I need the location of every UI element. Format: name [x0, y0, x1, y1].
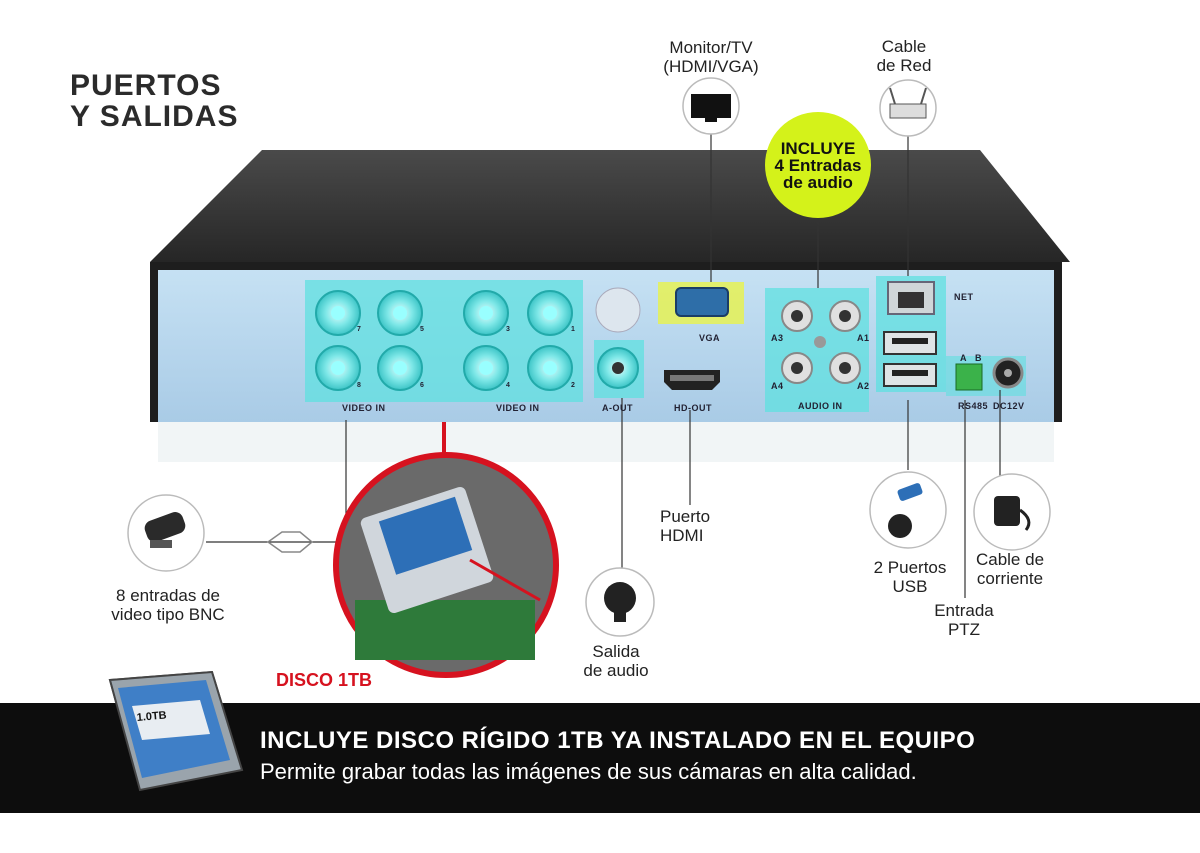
callout-video-in-line-1: 8 entradas de: [116, 586, 220, 605]
callout-hdmi-line-2: HDMI: [660, 526, 704, 545]
callout-network-line-1: Cable: [881, 37, 927, 56]
callout-audio-out: Salida de audio: [566, 642, 666, 680]
a2-label: A2: [857, 381, 870, 391]
callout-hdmi-line-1: Puerto: [660, 507, 711, 526]
rca-connectors: [781, 300, 861, 384]
bnc-number-7: 7: [357, 326, 362, 333]
badge-line-1: INCLUYE: [780, 138, 856, 158]
video-in-right-label: VIDEO IN: [496, 403, 540, 413]
callout-audio-out-line-1: Salida: [592, 642, 640, 661]
bnc-number-4: 4: [506, 382, 511, 389]
rs485-terminal: [955, 363, 983, 391]
video-in-left-label: VIDEO IN: [342, 403, 386, 413]
callout-audio-out-line-2: de audio: [583, 661, 649, 680]
net-label: NET: [954, 292, 974, 302]
bnc-number-8: 8: [357, 382, 362, 389]
title-line-1: PUERTOS: [70, 69, 222, 102]
rs485-b-label: B: [975, 353, 982, 363]
callout-ptz-line-2: PTZ: [947, 620, 981, 639]
a3-label: A3: [771, 333, 784, 343]
callout-power: Cable de corriente: [962, 550, 1058, 588]
callout-ptz: Entrada PTZ: [918, 601, 1010, 639]
dc12v-label: DC12V: [993, 401, 1025, 411]
callout-monitor: Monitor/TV (HDMI/VGA): [651, 38, 771, 76]
rs485-a-label: A: [960, 353, 967, 363]
a4-label: A4: [771, 381, 784, 391]
bottom-headline: INCLUYE DISCO RÍGIDO 1TB YA INSTALADO EN…: [260, 727, 976, 754]
hdd-sticker-text: 1.0TB: [136, 709, 167, 724]
bottom-subline: Permite grabar todas las imágenes de sus…: [260, 759, 917, 784]
callout-network-line-2: de Red: [876, 56, 932, 75]
callout-power-line-1: Cable de: [975, 550, 1045, 569]
page-title: PUERTOS Y SALIDAS: [70, 70, 238, 132]
rs485-label: RS485: [958, 401, 989, 411]
hd-out-label: HD-OUT: [674, 403, 712, 413]
bnc-number-6: 6: [420, 382, 425, 389]
bnc-number-1: 1: [571, 326, 576, 333]
callout-hdmi: Puerto HDMI: [660, 507, 710, 545]
callout-video-in: 8 entradas de video tipo BNC: [92, 586, 244, 624]
badge-line-2: 4 Entradas: [774, 155, 862, 175]
callout-monitor-line-2: (HDMI/VGA): [663, 57, 759, 76]
hdd-icon: 1.0TB: [108, 670, 244, 792]
audio-in-label: AUDIO IN: [798, 401, 843, 411]
badge-line-3: de audio: [783, 172, 853, 192]
bnc-number-5: 5: [420, 326, 425, 333]
title-line-2: Y SALIDAS: [70, 100, 239, 133]
callout-ptz-line-1: Entrada: [934, 601, 994, 620]
fan-vent: [595, 287, 641, 333]
callout-video-in-line-2: video tipo BNC: [111, 605, 225, 624]
callout-monitor-line-1: Monitor/TV: [669, 38, 753, 57]
callout-network: Cable de Red: [858, 37, 950, 75]
callout-usb-line-2: USB: [892, 577, 928, 596]
a1-label: A1: [857, 333, 870, 343]
callout-usb-line-1: 2 Puertos: [873, 558, 947, 577]
vga-port: [675, 287, 729, 317]
bnc-number-2: 2: [571, 382, 576, 389]
a-out-label: A-OUT: [602, 403, 633, 413]
bnc-number-3: 3: [506, 326, 511, 333]
vga-label: VGA: [699, 333, 721, 343]
dvr-top: [150, 150, 1070, 262]
disk-label: DISCO 1TB: [276, 670, 373, 690]
audio-inputs-badge: INCLUYE 4 Entradas de audio: [765, 112, 871, 218]
bnc-connectors: [315, 290, 573, 391]
callout-power-line-2: corriente: [976, 569, 1044, 588]
callout-usb: 2 Puertos USB: [862, 558, 958, 596]
usb-icon: [869, 471, 947, 549]
